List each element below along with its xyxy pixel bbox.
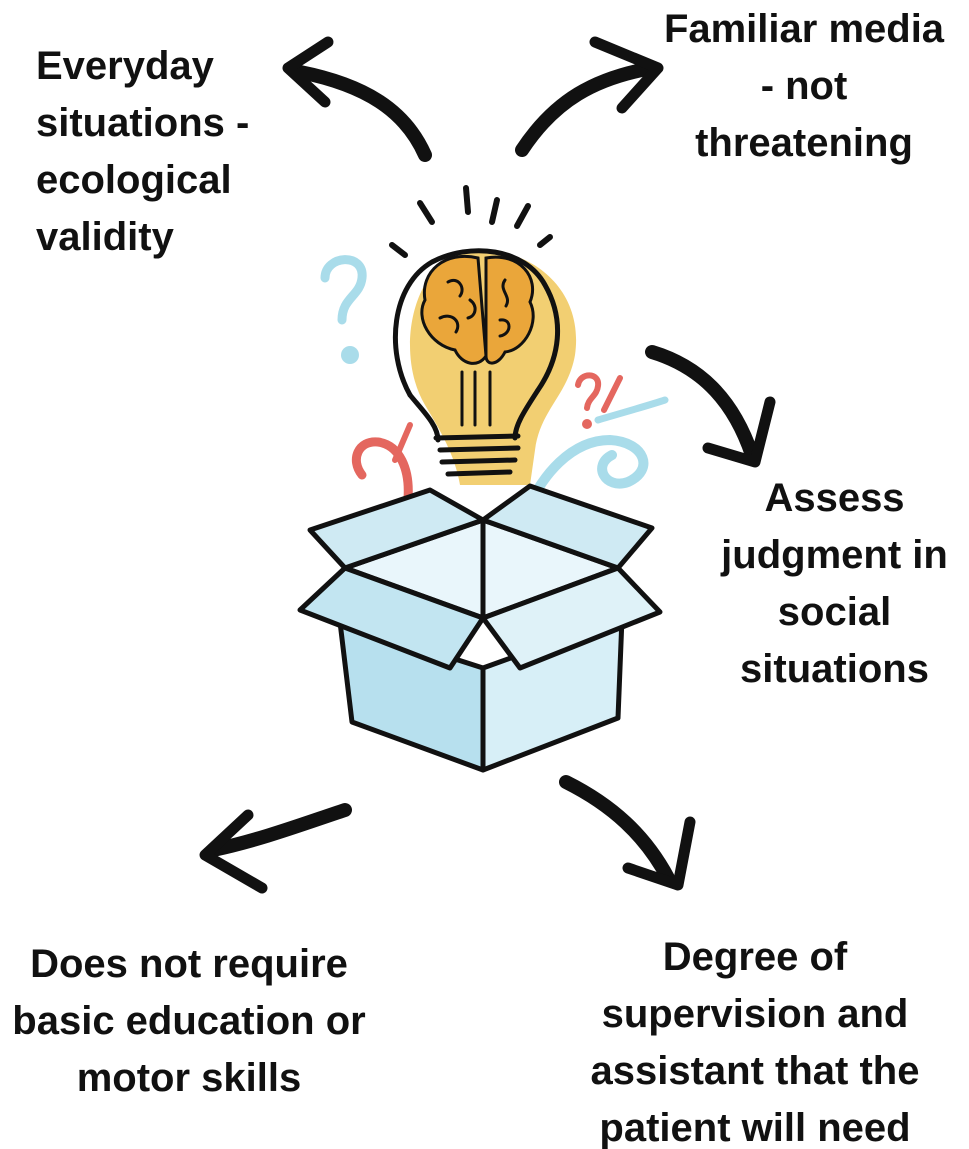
label-line: situations -: [36, 101, 250, 145]
squiggle-red: [352, 437, 413, 503]
squiggle-blue: [515, 396, 669, 533]
question-mark-red-icon: [392, 372, 623, 463]
open-box-icon: [297, 483, 663, 773]
label-line: threatening: [695, 121, 913, 165]
label-line: Degree of: [662, 935, 848, 979]
label-line: Everyday: [36, 44, 214, 88]
arrow-top-right: [515, 36, 664, 157]
label-line: Assess: [764, 476, 905, 520]
label-line: social: [777, 590, 892, 634]
label-assess-judgment: Assess judgment in social situations: [700, 470, 969, 698]
label-familiar-media: Familiar media - not threatening: [640, 1, 968, 172]
label-line: Familiar media: [663, 7, 945, 51]
label-line: Does not require: [30, 942, 348, 986]
label-degree-of-supervision: Degree of supervision and assistant that…: [550, 929, 960, 1149]
question-mark-icon: [320, 255, 367, 364]
label-line: ecological: [36, 158, 232, 202]
label-line: situations: [740, 647, 929, 691]
label-line: motor skills: [76, 1056, 302, 1100]
arrow-bottom-right: [559, 775, 696, 891]
label-does-not-require: Does not require basic education or moto…: [0, 936, 378, 1107]
label-line: - not: [760, 64, 848, 108]
label-line: basic education or: [12, 999, 366, 1043]
arrow-bottom-left: [199, 803, 352, 894]
label-line: judgment in: [721, 533, 948, 577]
arrow-mid-right: [645, 345, 776, 468]
arrow-top-left: [282, 36, 432, 162]
label-everyday-situations: Everyday situations - ecological validit…: [36, 38, 249, 266]
label-line: assistant that the: [590, 1049, 920, 1093]
label-line: patient will need: [599, 1106, 911, 1149]
lightbulb-icon: [389, 185, 577, 485]
brain-icon: [420, 254, 535, 365]
label-line: supervision and: [601, 992, 909, 1036]
label-line: validity: [36, 215, 174, 259]
